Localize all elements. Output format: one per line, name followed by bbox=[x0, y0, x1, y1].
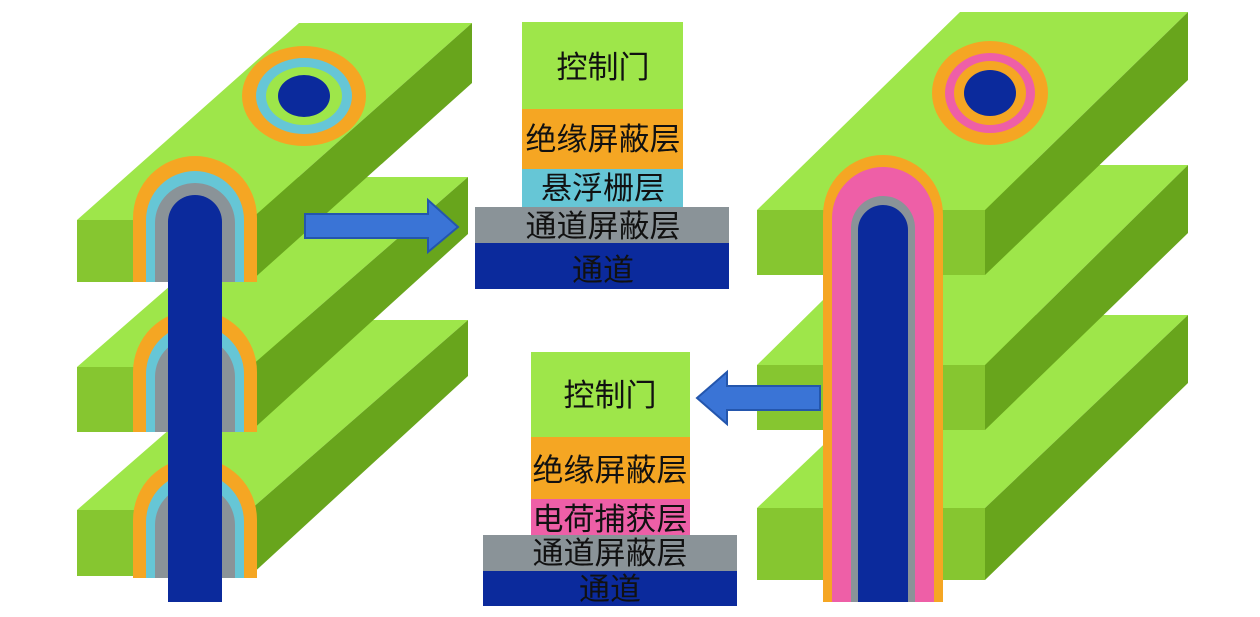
left-ring-channel bbox=[278, 75, 330, 117]
stack1-label-channel: 通道 bbox=[572, 253, 634, 289]
stack2-charge-trap bbox=[531, 499, 690, 535]
stack2-label-charge-trap: 电荷捕获层 bbox=[533, 502, 688, 538]
stack2-label-tunnel: 通道屏蔽层 bbox=[533, 536, 688, 572]
stack-charge-trap: 控制门 绝缘屏蔽层 电荷捕获层 通道屏蔽层 通道 bbox=[483, 352, 737, 608]
stack1-label-control-gate: 控制门 bbox=[557, 50, 650, 86]
left-structure bbox=[77, 23, 472, 602]
stack1-floating-gate bbox=[522, 169, 683, 207]
right-plate-2-side bbox=[985, 165, 1188, 430]
stack2-label-blocking: 绝缘屏蔽层 bbox=[533, 453, 688, 489]
stack1-tunnel bbox=[475, 207, 729, 243]
right-channel-pillar bbox=[858, 205, 908, 602]
stack1-label-blocking: 绝缘屏蔽层 bbox=[526, 122, 681, 158]
right-top-rings bbox=[932, 41, 1048, 145]
stack1-blocking bbox=[522, 109, 683, 169]
stack1-control-gate bbox=[522, 22, 683, 109]
stack2-label-control-gate: 控制门 bbox=[564, 378, 657, 414]
left-plate-2-side bbox=[250, 177, 468, 432]
stack1-label-floating-gate: 悬浮栅层 bbox=[541, 171, 665, 207]
arrow-left bbox=[695, 369, 821, 427]
right-plate-1-side bbox=[985, 12, 1188, 275]
stack2-channel bbox=[483, 571, 737, 606]
stack-floating-gate: 控制门 绝缘屏蔽层 悬浮栅层 通道屏蔽层 通道 bbox=[475, 22, 729, 289]
stack1-label-tunnel: 通道屏蔽层 bbox=[526, 209, 681, 245]
stack2-label-channel: 通道 bbox=[579, 572, 641, 608]
stack2-tunnel bbox=[483, 535, 737, 571]
right-structure bbox=[757, 12, 1188, 602]
stack2-control-gate bbox=[531, 352, 690, 437]
right-ring-channel bbox=[964, 70, 1016, 116]
stack2-blocking bbox=[531, 437, 690, 499]
left-plate-3-side bbox=[250, 320, 468, 576]
left-top-rings bbox=[242, 46, 366, 146]
right-plate-3-side bbox=[985, 315, 1188, 580]
stack1-channel bbox=[475, 243, 729, 289]
arrow-right bbox=[304, 197, 460, 255]
left-channel-pillar bbox=[168, 195, 222, 602]
